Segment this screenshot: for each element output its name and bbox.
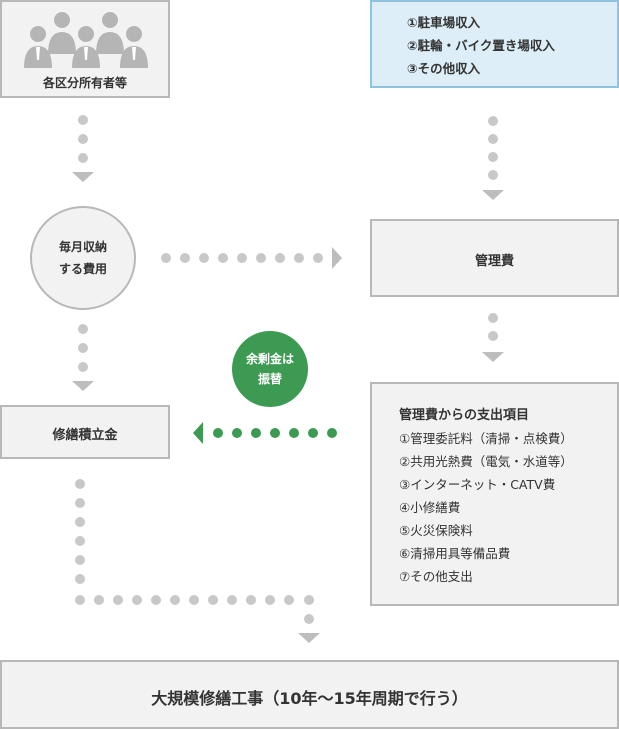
flow-dot [75, 479, 85, 489]
flow-dot [304, 595, 314, 605]
income-item: ②駐輪・バイク置き場収入 [407, 38, 555, 53]
surplus-dot [289, 428, 299, 438]
flow-dot [78, 324, 88, 334]
flow-dot [294, 253, 304, 263]
income-box: ①駐車場収入 ②駐輪・バイク置き場収入 ③その他収入 [370, 0, 619, 88]
flow-dot [78, 362, 88, 372]
expense-item: ⑦その他支出 [399, 569, 473, 584]
flow-dot [246, 595, 256, 605]
flow-dot [284, 595, 294, 605]
surplus-dot [327, 428, 337, 438]
expense-item: ⑤火災保険料 [399, 523, 473, 538]
surplus-dot [308, 428, 318, 438]
monthly-line2: する費用 [58, 262, 107, 276]
flow-dot [75, 555, 85, 565]
flow-dot [78, 134, 88, 144]
income-list: ①駐車場収入 ②駐輪・バイク置き場収入 ③その他収入 [407, 11, 555, 80]
expense-items-box: 管理費からの支出項目 ①管理委託料（清掃・点検費） ②共用光熱費（電気・水道等）… [370, 382, 619, 606]
flow-dot [488, 170, 498, 180]
expense-item: ②共用光熱費（電気・水道等） [399, 454, 573, 469]
arrow-down-icon [482, 352, 504, 362]
flow-dot [488, 331, 498, 341]
monthly-line1: 毎月収納 [58, 240, 107, 254]
flow-dot [75, 595, 85, 605]
flow-dot [180, 253, 190, 263]
flow-dot [94, 595, 104, 605]
flow-dot [75, 517, 85, 527]
flow-dot [78, 343, 88, 353]
expense-item: ③インターネット・CATV費 [399, 477, 556, 492]
flow-dot [227, 595, 237, 605]
flow-dot [237, 253, 247, 263]
expense-item: ④小修繕費 [399, 500, 461, 515]
flow-dot [132, 595, 142, 605]
flow-dot [488, 116, 498, 126]
flow-dot [78, 153, 88, 163]
expense-title: 管理費からの支出項目 [399, 408, 530, 423]
flow-dot [256, 253, 266, 263]
flow-dot [78, 115, 88, 125]
flow-dot [170, 595, 180, 605]
surplus-dot [232, 428, 242, 438]
flow-dot [275, 253, 285, 263]
flow-dot [488, 152, 498, 162]
flow-dot [488, 134, 498, 144]
major-repair-box: 大規模修繕工事（10年～15年周期で行う） [0, 660, 619, 729]
flow-dot [488, 313, 498, 323]
flow-dot [313, 253, 323, 263]
reserve-fund-box: 修繕積立金 [0, 405, 170, 459]
people-icon [22, 10, 152, 70]
flow-dot [218, 253, 228, 263]
surplus-line2: 振替 [257, 372, 282, 386]
expense-list: ①管理委託料（清掃・点検費） ②共用光熱費（電気・水道等） ③インターネット・C… [399, 427, 573, 588]
arrow-down-icon [482, 190, 504, 200]
flow-dot [189, 595, 199, 605]
kanrihi-label: 管理費 [474, 254, 514, 269]
owners-label: 各区分所有者等 [42, 76, 127, 90]
flow-dot [265, 595, 275, 605]
surplus-transfer-circle: 余剰金は 振替 [232, 331, 308, 407]
flow-dot [113, 595, 123, 605]
flow-dot [75, 574, 85, 584]
owners-box: 各区分所有者等 [0, 0, 170, 98]
expense-item: ①管理委託料（清掃・点検費） [399, 431, 573, 446]
surplus-line1: 余剰金は [245, 352, 294, 366]
flow-dot [75, 536, 85, 546]
arrow-down-icon [72, 172, 94, 182]
surplus-dot [270, 428, 280, 438]
flow-dot [151, 595, 161, 605]
arrow-left-icon [193, 422, 203, 444]
flow-dot [75, 498, 85, 508]
major-repair-label: 大規模修繕工事（10年～15年周期で行う） [151, 689, 468, 708]
kanrihi-box: 管理費 [370, 219, 619, 297]
expense-item: ⑥清掃用具等備品費 [399, 546, 511, 561]
surplus-dot [213, 428, 223, 438]
flow-dot [208, 595, 218, 605]
arrow-right-icon [332, 247, 342, 269]
flow-dot [199, 253, 209, 263]
income-item: ③その他収入 [407, 61, 481, 76]
reserve-label: 修繕積立金 [52, 428, 118, 443]
surplus-dot [251, 428, 261, 438]
arrow-down-icon [72, 381, 94, 391]
income-item: ①駐車場収入 [407, 15, 481, 30]
flow-dot [304, 614, 314, 624]
monthly-payment-circle: 毎月収納 する費用 [30, 206, 136, 310]
arrow-down-icon [298, 633, 320, 643]
flow-dot [161, 253, 171, 263]
